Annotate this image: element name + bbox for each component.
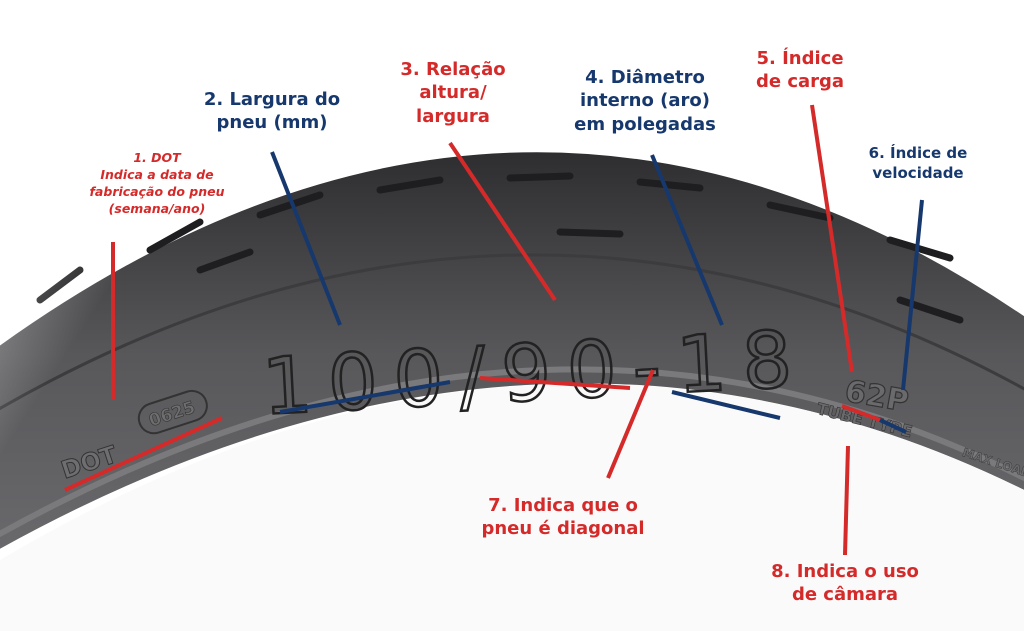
diameter-line xyxy=(650,154,724,326)
label-line: de câmara xyxy=(791,584,899,606)
label-line: interno (aro) xyxy=(580,90,710,112)
speed-underline xyxy=(879,418,907,434)
dot-underline xyxy=(64,416,223,492)
ratio-underline xyxy=(479,376,631,390)
callout-lines xyxy=(64,104,924,556)
tube-line xyxy=(843,445,850,556)
label-line: 8. Indica o uso xyxy=(771,561,919,582)
speed-line xyxy=(901,199,924,391)
label-load: 5. Índice de carga xyxy=(756,47,844,94)
label-line: pneu (mm) xyxy=(216,112,328,134)
label-ratio: 3. Relação altura/ largura xyxy=(400,58,505,128)
label-line: pneu é diagonal xyxy=(481,518,645,540)
label-dot-title: 1. DOT xyxy=(133,150,181,165)
diameter-underline xyxy=(671,390,781,420)
label-width: 2. Largura do pneu (mm) xyxy=(204,88,340,135)
load-line xyxy=(810,104,854,373)
label-speed: 6. Índice de velocidade xyxy=(869,144,968,183)
label-diameter: 4. Diâmetro interno (aro) em polegadas xyxy=(574,66,716,136)
label-line: Indica a data de xyxy=(100,166,214,182)
dot-code-box xyxy=(137,389,208,435)
diagonal-line xyxy=(606,369,655,479)
label-line: 2. Largura do xyxy=(203,89,341,110)
label-line: largura xyxy=(416,105,490,127)
width-line xyxy=(270,151,342,326)
label-line: fabricação do pneu xyxy=(89,183,225,199)
label-line: 3. Relação xyxy=(400,59,506,80)
label-line: (semana/ano) xyxy=(108,200,206,216)
width-underline xyxy=(279,380,451,414)
label-line: 6. Índice de xyxy=(868,144,968,162)
label-line: 4. Diâmetro xyxy=(585,67,705,88)
label-line: altura/ xyxy=(419,82,487,104)
label-line: velocidade xyxy=(872,163,964,182)
load-underline xyxy=(841,404,881,422)
label-line: de carga xyxy=(755,71,845,93)
label-line: 7. Indica que o xyxy=(488,495,638,516)
label-line: 5. Índice xyxy=(756,48,844,69)
label-diagonal: 7. Indica que o pneu é diagonal xyxy=(481,494,644,541)
ratio-line xyxy=(448,141,557,302)
label-tube: 8. Indica o uso de câmara xyxy=(771,560,919,607)
label-line: em polegadas xyxy=(574,113,716,135)
label-dot: 1. DOT Indica a data de fabricação do pn… xyxy=(89,150,224,218)
